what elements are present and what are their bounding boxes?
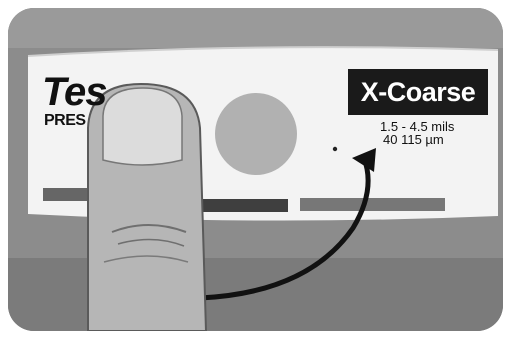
- brand-subtext: PRES: [44, 112, 86, 130]
- grade-badge: X-Coarse: [348, 69, 488, 115]
- photo: Tes PRES X-Coarse 1.5 - 4.5 mils 40 115 …: [8, 8, 503, 331]
- color-bar: [300, 198, 445, 211]
- brand-text: Tes: [42, 70, 106, 115]
- photo-illustration: [8, 8, 503, 331]
- spec-microns: 40 115 µm: [383, 133, 444, 147]
- thumbnail-icon: [103, 88, 182, 165]
- color-bar: [203, 199, 288, 212]
- reference-circle: [215, 93, 297, 175]
